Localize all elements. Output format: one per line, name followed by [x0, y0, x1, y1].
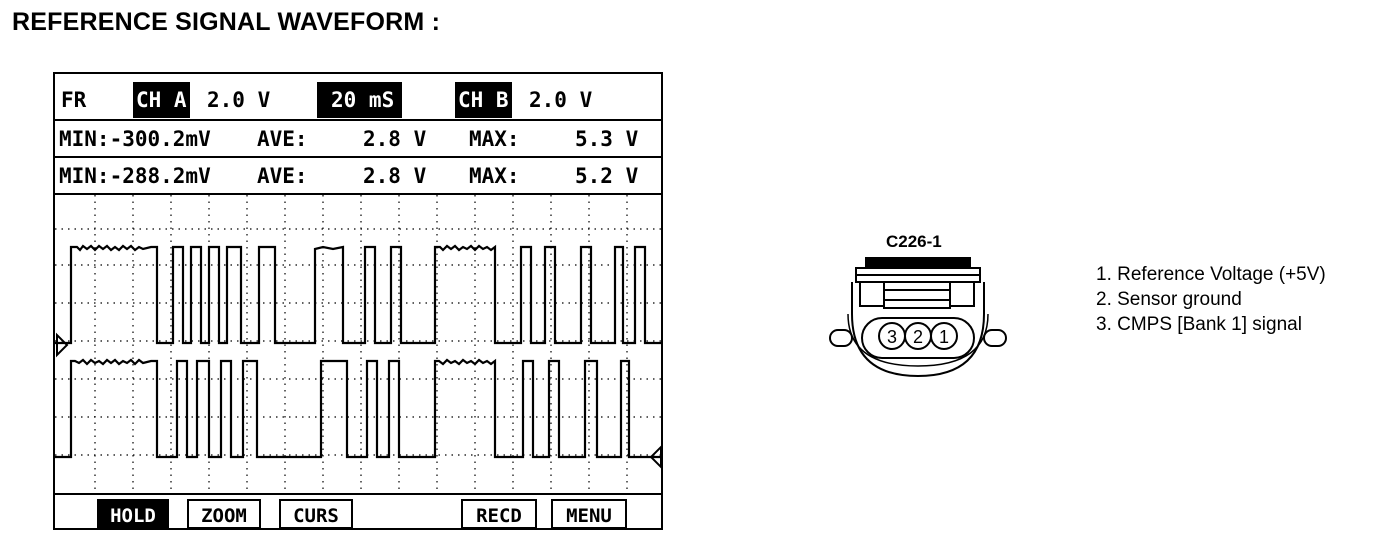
graticule-vertical: [94, 195, 628, 495]
connector-pin-1: 1: [930, 322, 958, 350]
ch-a-ave-value: 2.8 V: [363, 127, 427, 151]
scope-header-row: FR CH A 2.0 V 20 mS CH B 2.0 V: [55, 82, 661, 118]
curs-button[interactable]: CURS: [279, 499, 353, 529]
ch-a-stats-row: MIN:-300.2mV AVE: 2.8 V MAX: 5.3 V: [55, 119, 661, 157]
ch-b-ave-value: 2.8 V: [363, 164, 427, 188]
page-title: REFERENCE SIGNAL WAVEFORM :: [12, 8, 441, 36]
connector-diagram: [829, 257, 1007, 378]
ch-a-max-label: MAX:: [469, 127, 520, 151]
ch-a-scale: 2.0 V: [207, 88, 271, 112]
ch-b-ave-label: AVE:: [257, 164, 308, 188]
ch-b-label: CH B: [455, 82, 512, 118]
connector-pin-2: 2: [904, 322, 932, 350]
legend-item: 1. Reference Voltage (+5V): [1096, 264, 1326, 285]
legend-item: 3. CMPS [Bank 1] signal: [1096, 314, 1302, 335]
menu-button[interactable]: MENU: [551, 499, 627, 529]
waveform-display: [55, 193, 661, 495]
connector-id: C226-1: [886, 232, 942, 251]
ch-b-max-label: MAX:: [469, 164, 520, 188]
ch-a-min: MIN:-300.2mV: [59, 127, 211, 151]
ch-b-trace: [55, 358, 661, 459]
ch-a-ave-label: AVE:: [257, 127, 308, 151]
timebase-label: 20 mS: [317, 82, 403, 118]
mode-label: FR: [61, 88, 87, 112]
ch-b-min: MIN:-288.2mV: [59, 164, 211, 188]
hold-button[interactable]: HOLD: [97, 499, 169, 529]
zoom-button[interactable]: ZOOM: [187, 499, 261, 529]
softkey-bar: HOLD ZOOM CURS RECD MENU: [55, 493, 661, 532]
ch-b-max-value: 5.2 V: [575, 164, 639, 188]
legend-item: 2. Sensor ground: [1096, 289, 1242, 310]
ch-a-trace: [55, 244, 661, 345]
ch-a-ground-marker: [56, 332, 69, 358]
ch-a-max-value: 5.3 V: [575, 127, 639, 151]
connector-pin-3: 3: [878, 322, 906, 350]
pin-legend: 1. Reference Voltage (+5V) 2. Sensor gro…: [1096, 262, 1326, 337]
ch-b-scale: 2.0 V: [529, 88, 593, 112]
oscilloscope-screen: FR CH A 2.0 V 20 mS CH B 2.0 V MIN:-300.…: [53, 72, 663, 530]
ch-a-label: CH A: [133, 82, 190, 118]
ch-b-trigger-marker: [649, 445, 661, 469]
recd-button[interactable]: RECD: [461, 499, 537, 529]
ch-b-stats-row: MIN:-288.2mV AVE: 2.8 V MAX: 5.2 V: [55, 156, 661, 194]
